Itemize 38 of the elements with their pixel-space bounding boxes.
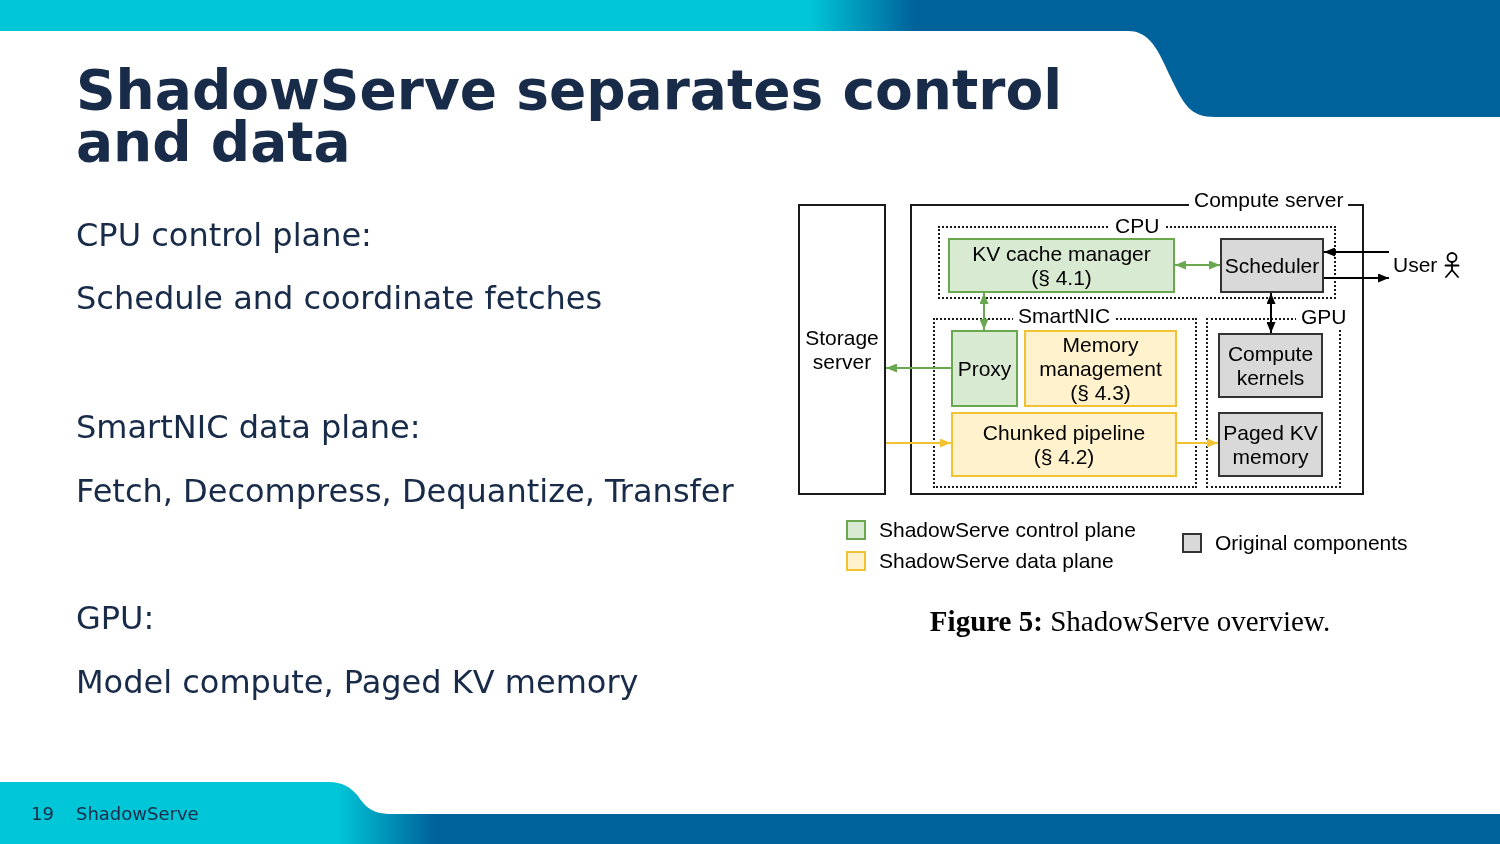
page-number: 19 — [31, 803, 54, 825]
legend-label: ShadowServe control plane — [879, 518, 1136, 542]
component-label: Paged KV memory — [1222, 420, 1319, 469]
arrow — [1176, 438, 1219, 448]
body-text: Schedule and coordinate fetches — [76, 279, 603, 317]
component-label: Chunked pipeline (§ 4.2) — [981, 420, 1147, 469]
component-box — [948, 238, 1175, 293]
body-text: CPU control plane: — [76, 216, 372, 254]
double-headed-arrow — [1266, 292, 1276, 334]
slide-title: ShadowServe separates control and data — [76, 64, 1064, 168]
legend-label: Original components — [1215, 531, 1408, 555]
figure-caption: Figure 5: ShadowServe overview. — [929, 604, 1331, 638]
component-box — [1220, 238, 1324, 293]
arrow — [885, 438, 952, 448]
component-label: Scheduler — [1224, 253, 1320, 278]
server-frame — [798, 204, 886, 495]
component-label: KV cache manager (§ 4.1) — [971, 241, 1152, 290]
legend-label: ShadowServe data plane — [879, 549, 1114, 573]
arrow — [885, 363, 952, 373]
body-text: Fetch, Decompress, Dequantize, Transfer — [76, 472, 734, 510]
body-text: SmartNIC data plane: — [76, 408, 421, 446]
component-box — [951, 412, 1177, 477]
component-label: Proxy — [957, 356, 1012, 381]
component-label: Compute kernels — [1226, 341, 1315, 390]
footer-text: ShadowServe — [76, 803, 199, 825]
double-headed-arrow — [1174, 260, 1221, 270]
arrow — [1323, 247, 1390, 257]
component-box — [1218, 412, 1323, 477]
component-box — [1218, 333, 1323, 398]
component-box — [1024, 330, 1177, 407]
body-text: Model compute, Paged KV memory — [76, 663, 639, 701]
body-text: GPU: — [76, 599, 155, 637]
component-label: Memory management (§ 4.3) — [1038, 332, 1163, 405]
component-label: Storage server — [804, 325, 880, 374]
double-headed-arrow — [979, 292, 989, 331]
actor-label: User — [1393, 253, 1438, 277]
component-box — [951, 330, 1018, 407]
arrow — [1323, 273, 1390, 283]
